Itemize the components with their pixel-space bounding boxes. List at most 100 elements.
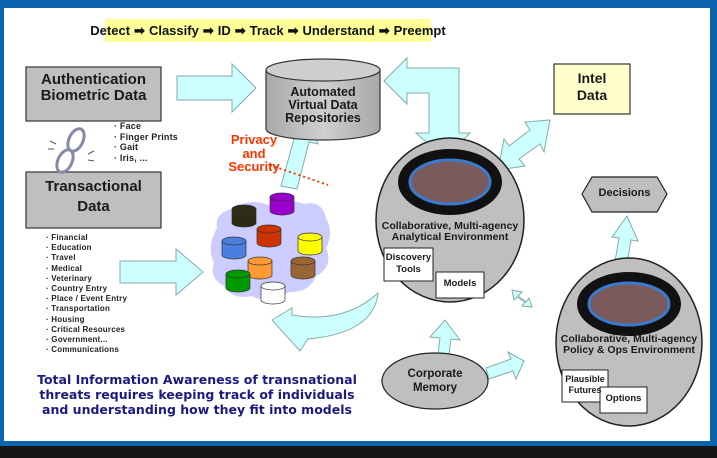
intel-box-shape	[553, 63, 631, 115]
policy-line2: Policy & Ops Environment	[563, 344, 695, 357]
list-item: Veterinary	[46, 274, 127, 284]
discovery-line2: Tools	[396, 264, 421, 275]
analytical-line1: Collaborative, Multi-agency	[381, 220, 519, 232]
data-store-cylinder	[247, 256, 273, 280]
memory-line1: Corporate	[407, 368, 463, 380]
arrow-right-icon: ➡	[202, 22, 214, 38]
data-stores	[221, 192, 323, 305]
list-item: Travel	[46, 253, 127, 263]
decisions-label: Decisions	[598, 187, 651, 199]
repository-line3: Repositories	[285, 111, 361, 126]
data-store-cylinder	[269, 192, 295, 216]
transactional-list: FinancialEducationTravelMedicalVeterinar…	[46, 233, 127, 355]
privacy-boundary-line	[269, 164, 329, 186]
corporate-memory-label: Corporate Memory	[382, 367, 488, 395]
decisions-hexagon	[581, 176, 668, 213]
step-classify: Classify	[148, 23, 199, 38]
arrow-intel-bidirectional	[497, 119, 551, 171]
meeting-table-ring	[408, 158, 492, 206]
privacy-line2: and	[242, 145, 266, 161]
diagram-canvas: Detect➡ Classify➡ ID➡ Track➡ Understand➡…	[4, 8, 710, 441]
arrow-right-icon: ➡	[234, 22, 246, 38]
repository-line2: Virtual Data	[288, 98, 358, 113]
list-item: Financial	[46, 233, 127, 243]
discovery-tools-box	[383, 247, 434, 282]
intel-line1: Intel	[577, 70, 607, 86]
data-store-cylinder	[231, 204, 257, 228]
policy-table-ring	[587, 281, 671, 327]
arrow-right-icon: ➡	[378, 22, 390, 38]
data-store-cylinder	[260, 281, 286, 305]
auth-line1: Authentication	[41, 71, 146, 88]
list-item: Government...	[46, 335, 127, 345]
list-item: Medical	[46, 264, 127, 274]
repository-label: Automated Virtual Data Repositories	[266, 85, 380, 126]
list-item: Place / Event Entry	[46, 294, 127, 304]
caption-line3: and understanding how they fit into mode…	[42, 402, 352, 417]
models-box	[435, 271, 485, 299]
list-item: Country Entry	[46, 284, 127, 294]
options-box	[599, 386, 648, 414]
list-item: Housing	[46, 315, 127, 325]
policy-line1: Collaborative, Multi-agency	[560, 333, 698, 345]
list-item: Communications	[46, 345, 127, 355]
corporate-memory-shape	[381, 352, 489, 410]
transactional-line1: Transactional	[45, 178, 142, 195]
broken-chain-icon	[48, 127, 95, 174]
transactional-line2: Data	[77, 198, 110, 215]
caption: Total Information Awareness of transnati…	[14, 372, 380, 417]
plausible-line2: Futures	[568, 385, 602, 395]
discovery-line1: Discovery	[385, 252, 432, 263]
transactional-box-label: Transactional Data	[26, 177, 161, 217]
privacy-line3: Security	[228, 159, 280, 175]
step-id: ID	[217, 23, 231, 38]
list-item: Finger Prints	[114, 132, 178, 143]
list-item: Transportation	[46, 304, 127, 314]
list-item: Iris, ...	[114, 153, 178, 164]
auth-box-label: Authentication Biometric Data	[26, 72, 161, 104]
step-understand: Understand	[302, 23, 375, 38]
data-store-cylinder	[290, 256, 316, 280]
step-preempt: Preempt	[393, 23, 446, 38]
list-item: Critical Resources	[46, 325, 127, 335]
arrow-right-icon: ➡	[134, 22, 145, 38]
caption-line1: Total Information Awareness of transnati…	[37, 372, 357, 387]
process-banner: Detect➡ Classify➡ ID➡ Track➡ Understand➡…	[90, 19, 446, 42]
discovery-tools-label: Discovery Tools	[384, 252, 433, 276]
arrow-memory-to-policy	[485, 350, 525, 381]
list-item: Face	[114, 121, 178, 132]
arrow-transactional-to-datastores	[119, 247, 204, 297]
step-detect: Detect	[90, 23, 131, 38]
diagram-graphics	[25, 56, 703, 427]
data-store-cylinder	[297, 232, 323, 256]
memory-line2: Memory	[412, 382, 458, 394]
transactional-box-shape	[25, 171, 162, 229]
auth-line2: Biometric Data	[40, 86, 147, 104]
step-track: Track	[249, 23, 284, 38]
arrow-intel-repo-to-analytical	[383, 56, 472, 159]
analytical-line2: Analytical Environment	[391, 231, 509, 244]
models-label: Models	[443, 278, 477, 289]
privacy-label: Privacy and Security	[222, 133, 286, 174]
intel-label: Intel Data	[554, 70, 630, 104]
options-label: Options	[605, 393, 642, 404]
data-store-cylinder	[225, 269, 251, 293]
arrow-analytical-to-datastores	[271, 291, 379, 352]
intel-line2: Data	[576, 87, 608, 103]
arrow-auth-to-repository	[176, 62, 257, 114]
data-store-cylinder	[221, 236, 247, 260]
caption-line2: threats requires keeping track of indivi…	[39, 387, 355, 402]
repository-line1: Automated	[290, 85, 356, 99]
list-item: Education	[46, 243, 127, 253]
data-store-cylinder	[256, 224, 282, 248]
repository-cylinder	[265, 58, 381, 141]
policy-env-label: Collaborative, Multi-agency Policy & Ops…	[554, 333, 704, 357]
plausible-futures-label: Plausible Futures	[562, 374, 608, 396]
list-item: Gait	[114, 142, 178, 153]
privacy-line1: Privacy	[230, 132, 278, 147]
arrow-right-icon: ➡	[287, 22, 299, 38]
analytical-env-label: Collaborative, Multi-agency Analytical E…	[376, 220, 524, 244]
biometric-list: Face Finger Prints Gait Iris, ...	[114, 121, 178, 163]
arrow-analytical-policy-bidirectional	[511, 289, 533, 308]
plausible-line1: Plausible	[565, 374, 605, 384]
